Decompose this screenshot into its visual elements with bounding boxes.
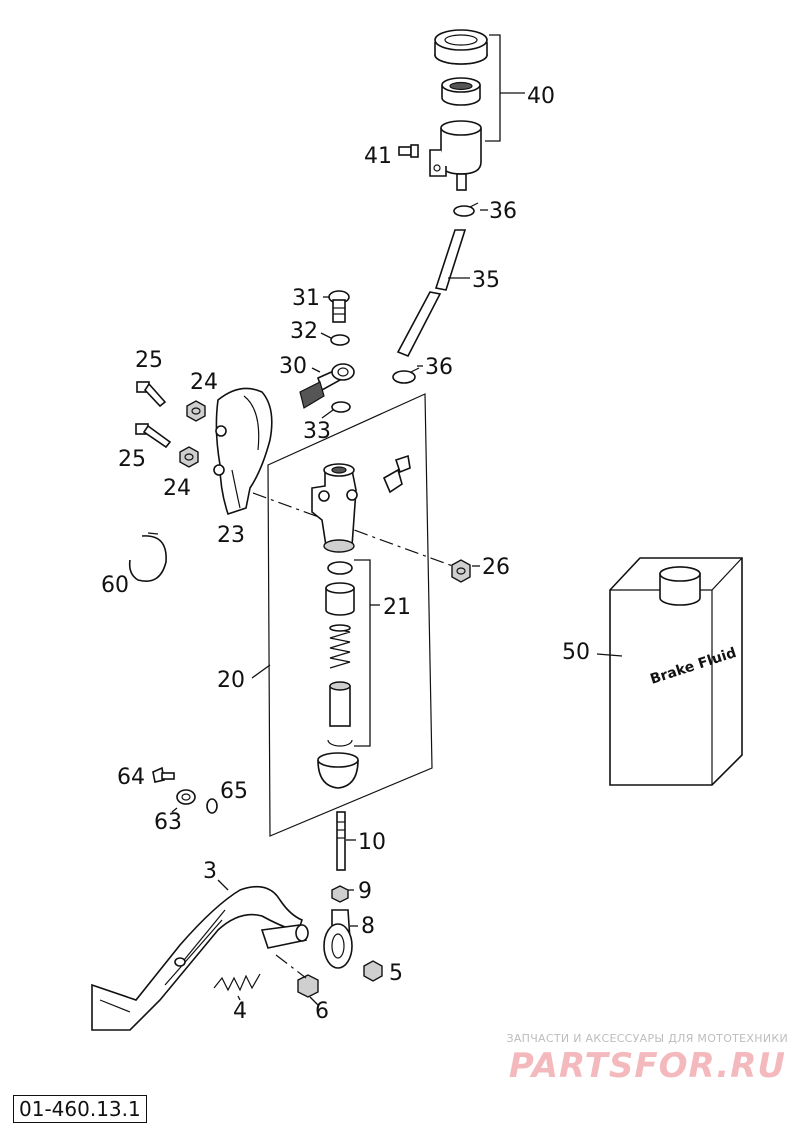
label-63: 63 [154,810,182,835]
reservoir-screw [398,144,419,158]
return-spring [329,624,351,669]
brake-fluid-container [609,557,743,786]
reservoir-diaphragm [441,77,481,106]
label-25-lower: 25 [118,447,146,472]
watermark-subtitle: ЗАПЧАСТИ И АКСЕССУАРЫ ДЛЯ МОТОТЕХНИКИ [506,1032,788,1045]
label-23: 23 [217,523,245,548]
label-3: 3 [203,859,217,884]
label-26: 26 [482,555,510,580]
label-65: 65 [220,779,248,804]
brake-pedal [91,885,303,1031]
label-36-upper: 36 [489,199,517,224]
sealing-washer-33 [331,401,351,413]
label-8: 8 [361,914,375,939]
reservoir-cap [434,29,488,65]
nut-24-upper [186,400,206,422]
label-24-upper: 24 [190,370,218,395]
hose-clamp-upper [453,202,479,217]
bracket-40 [485,34,501,142]
label-64: 64 [117,765,145,790]
o-ring [327,561,353,575]
brake-fluid-reservoir [429,120,482,191]
nut-5 [363,960,383,982]
return-spring-4 [213,973,261,992]
nut-26 [451,559,471,583]
clevis-8 [323,909,353,969]
label-31: 31 [292,286,320,311]
label-5: 5 [389,961,403,986]
label-20: 20 [217,668,245,693]
label-36-lower: 36 [425,355,453,380]
master-cylinder-body [311,463,358,553]
repair-kit-frame [267,393,433,837]
label-4: 4 [233,999,247,1024]
label-25-upper: 25 [135,348,163,373]
label-10: 10 [358,830,386,855]
hose-nipple [382,454,411,494]
sealing-washer-32 [330,334,350,346]
nut-24-lower [179,446,199,468]
screw-64 [152,766,175,783]
label-41: 41 [364,144,392,169]
pushrod [336,811,346,871]
watermark-logo: PARTSFOR.RU [508,1046,786,1086]
dust-boot [317,752,359,789]
label-24-lower: 24 [163,476,191,501]
clamp-band [128,532,167,582]
circlip [327,739,353,747]
label-33: 33 [303,419,331,444]
label-35: 35 [472,268,500,293]
label-30: 30 [279,354,307,379]
label-9: 9 [358,879,372,904]
diagram-reference-code: 01-460.13.1 [13,1095,147,1123]
label-32: 32 [290,319,318,344]
brake-hose [396,229,467,358]
nut-9 [331,885,349,903]
label-50: 50 [562,640,590,665]
bushing-63 [176,789,196,805]
label-40: 40 [527,84,555,109]
label-60: 60 [101,573,129,598]
piston-sleeve [325,582,355,616]
piston [329,681,351,727]
nut-6 [297,974,319,998]
hose-clamp-lower [392,367,420,384]
pedal-pivot-bolt [260,924,309,949]
label-6: 6 [315,999,329,1024]
banjo-bolt [328,290,350,323]
bracket-21 [354,559,371,747]
label-21: 21 [383,595,411,620]
axis-line [252,492,459,569]
washer-65 [206,798,218,814]
bolt-25-lower [135,423,172,449]
banjo-fitting [299,363,355,409]
master-cylinder-guard [213,387,273,516]
bolt-25-upper [136,381,167,408]
